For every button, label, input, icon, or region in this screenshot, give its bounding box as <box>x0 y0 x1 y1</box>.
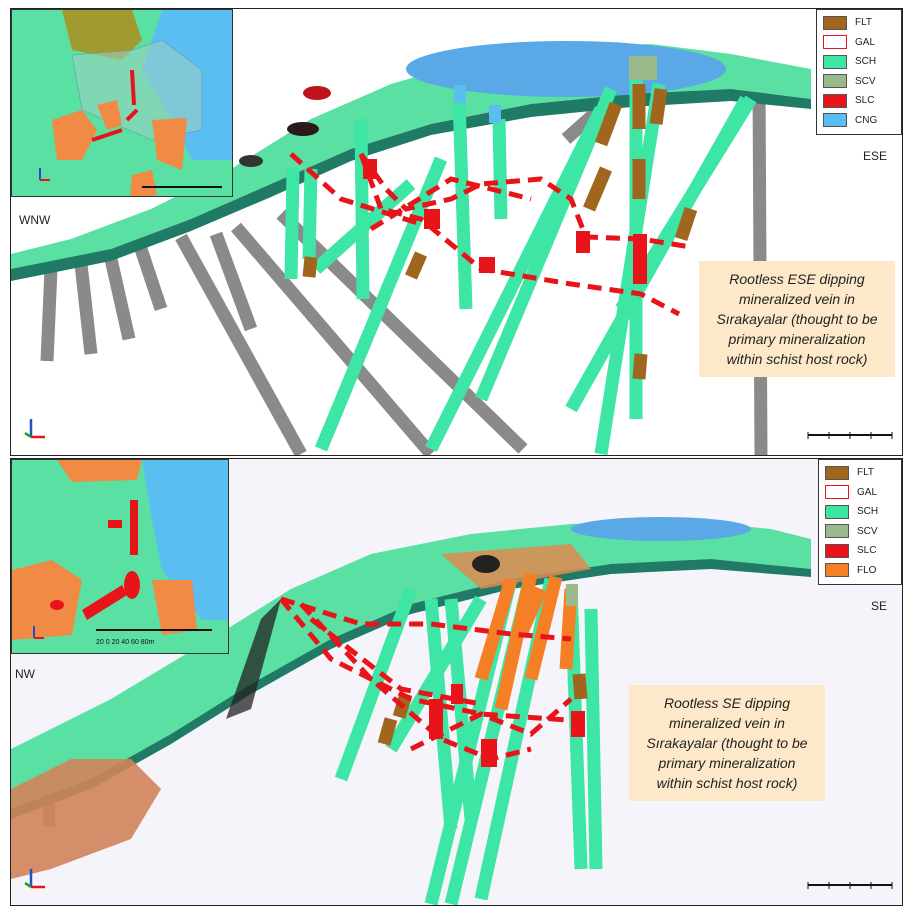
vein-trace <box>279 596 582 762</box>
panel-a-legend: FLT GAL SCH SCV SLC CNG <box>816 9 902 135</box>
panel-a-annotation: Rootless ESE dipping mineralized vein in… <box>699 261 895 377</box>
panel-b: b 20 0 20 40 60 80m FLT GAL SCH SCV <box>10 458 903 906</box>
legend-item-flo: FLO <box>825 561 897 581</box>
note-line: Rootless ESE dipping <box>729 271 865 287</box>
flt-intervals <box>302 84 698 380</box>
scale-bar <box>807 432 893 439</box>
legend-item-scv: SCV <box>823 72 897 92</box>
panel-a-3d-scene <box>11 41 811 455</box>
legend-item-cng: CNG <box>823 111 897 131</box>
note-line: Rootless SE dipping <box>663 695 791 711</box>
legend-label: SLC <box>855 95 875 107</box>
direction-right: SE <box>871 599 888 613</box>
axis-triad <box>24 419 45 439</box>
legend-item-sch: SCH <box>823 52 897 72</box>
cng-swatch <box>823 113 847 128</box>
scale-bar <box>807 882 893 889</box>
note-line: Sırakayalar (thought to be <box>716 311 878 327</box>
legend-item-flt: FLT <box>823 13 897 33</box>
legend-label: FLO <box>857 564 877 576</box>
note-line: Sırakayalar (thought to be <box>646 735 808 751</box>
note-line: mineralized vein in <box>669 715 785 731</box>
direction-left: NW <box>15 667 35 681</box>
flo-intervals <box>474 572 578 711</box>
legend-label: GAL <box>857 486 878 498</box>
legend-item-gal: GAL <box>825 483 897 503</box>
panel-a-map-inset: 0 20 40 60 80m <box>11 9 233 197</box>
panel-a: a 0 20 40 60 80m FLT <box>10 8 903 456</box>
legend-item-gal: GAL <box>823 33 897 53</box>
direction-right: ESE <box>863 149 888 163</box>
legend-label: SCH <box>857 506 879 518</box>
sch-swatch <box>825 504 849 519</box>
gal-swatch <box>823 35 847 50</box>
panel-b-annotation: Rootless SE dipping mineralized vein in … <box>629 685 825 801</box>
panel-b-map-inset: 20 0 20 40 60 80m <box>11 459 229 654</box>
gal-swatch <box>825 485 849 500</box>
note-line: mineralized vein in <box>739 291 855 307</box>
scv-swatch <box>825 524 849 539</box>
slc-swatch <box>823 93 847 108</box>
scv-swatch <box>823 74 847 89</box>
legend-item-sch: SCH <box>825 502 897 522</box>
legend-item-slc: SLC <box>823 91 897 111</box>
sch-swatch <box>823 54 847 69</box>
svg-text:20 0 20 40 60 80m: 20 0 20 40 60 80m <box>96 639 155 646</box>
legend-label: FLT <box>855 17 873 29</box>
svg-text:0 20 40 60 80m: 0 20 40 60 80m <box>147 196 189 197</box>
legend-item-slc: SLC <box>825 541 897 561</box>
legend-label: SCV <box>857 525 878 537</box>
note-line: primary mineralization <box>728 331 866 347</box>
flt-swatch <box>825 465 849 480</box>
legend-label: FLT <box>857 467 875 479</box>
axis-triad <box>24 869 45 889</box>
legend-label: SCH <box>855 56 877 68</box>
panel-b-3d-scene <box>11 517 811 905</box>
legend-label: SLC <box>857 545 877 557</box>
legend-item-flt: FLT <box>825 463 897 483</box>
note-line: primary mineralization <box>658 755 796 771</box>
legend-item-scv: SCV <box>825 522 897 542</box>
direction-left: WNW <box>19 213 51 227</box>
flo-swatch <box>825 563 849 578</box>
note-line: within schist host rock) <box>726 351 868 367</box>
green-drillholes <box>284 79 757 455</box>
legend-label: CNG <box>855 114 878 126</box>
flt-swatch <box>823 15 847 30</box>
legend-label: SCV <box>855 75 876 87</box>
slc-swatch <box>825 543 849 558</box>
panel-b-legend: FLT GAL SCH SCV SLC FLO <box>818 459 902 585</box>
note-line: within schist host rock) <box>656 775 798 791</box>
legend-label: GAL <box>855 36 876 48</box>
